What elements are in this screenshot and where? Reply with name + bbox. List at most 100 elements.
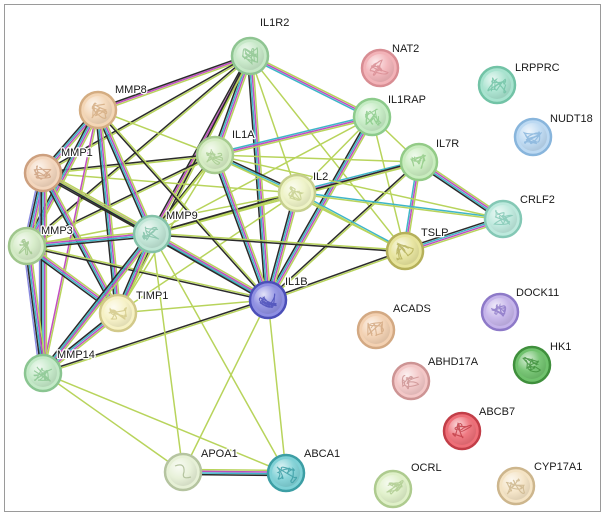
edge-evidence-experimental [98,108,154,235]
edge-evidence-experimental [97,55,251,111]
edge-crlf2-il1a[interactable] [214,154,504,220]
protein-structure-icon [33,165,52,180]
edge-evidence-textmining [214,117,374,158]
node-il1a[interactable]: IL1A [195,128,257,175]
node-cyp17a1[interactable]: CYP17A1 [496,460,584,506]
edge-il1r2-tslp[interactable] [249,55,406,252]
edge-evidence-coexpression [266,249,406,300]
node-mmp9[interactable]: MMP9 [132,209,199,254]
node-highlight [397,367,425,395]
node-label: DOCK11 [516,287,559,299]
edge-evidence-textmining [182,299,269,473]
edge-mmp1-mmp14[interactable] [38,172,48,374]
node-il2[interactable]: IL2 [277,170,330,213]
edge-il2-timp1[interactable] [117,192,298,314]
edge-tslp-il1b[interactable] [266,249,407,302]
node-nat2[interactable]: NAT2 [360,42,421,88]
node-dock11[interactable]: DOCK11 [480,286,560,332]
edge-il1r2-il1rap[interactable] [248,53,374,120]
edge-evidence-experimental [214,116,373,156]
node-il1rap[interactable]: IL1RAP [352,93,427,137]
node-abca1[interactable]: ABCA1 [266,447,341,493]
node-il1b[interactable]: IL1B [248,275,309,320]
node-label: IL1B [285,276,308,288]
edge-evidence-textmining [42,372,287,474]
edge-il7r-il1b[interactable] [266,160,421,302]
node-mmp3[interactable]: MMP3 [7,224,74,266]
edge-mmp14-abca1[interactable] [42,372,287,474]
edge-mmp3-mmp9[interactable] [26,230,153,250]
protein-structure-icon [369,59,389,76]
edge-mmp14-apoa1[interactable] [42,372,184,473]
edge-il1rap-il1a[interactable] [213,114,374,158]
edge-tslp-il2[interactable] [295,191,407,253]
node-mmp8[interactable]: MMP8 [78,83,148,130]
edge-evidence-coexpression [24,245,43,374]
node-label: ABHD17A [428,356,479,368]
node-tslp[interactable]: TSLP [385,226,450,271]
node-label: NAT2 [392,43,419,55]
node-crlf2[interactable]: CRLF2 [483,193,556,239]
node-ocrl[interactable]: OCRL [373,461,443,509]
edge-evidence-textmining [117,192,298,314]
edge-mmp9-mmp14[interactable] [40,231,155,376]
edge-evidence-coexpression [40,231,151,373]
edge-evidence-coexpression [211,155,267,302]
edge-apoa1-mmp9[interactable] [151,233,184,473]
edge-crlf2-il2[interactable] [296,191,504,221]
node-abhd17a[interactable]: ABHD17A [391,355,480,401]
protein-structure-icon [367,321,385,337]
edge-evidence-textmining [152,231,271,299]
node-nudt18[interactable]: NUDT18 [513,112,594,157]
edge-evidence-coexpression [26,246,269,302]
edge-evidence-textmining [249,55,298,194]
edge-evidence-database [248,56,372,120]
node-il1r2[interactable]: IL1R2 [230,16,291,76]
edge-evidence-database [296,191,504,219]
edge-il2-mmp9[interactable] [151,191,298,236]
node-hk1[interactable]: HK1 [512,340,573,385]
edge-il1a-mmp8[interactable] [97,109,216,156]
edge-il1b-mmp14[interactable] [41,298,270,375]
node-mmp14[interactable]: MMP14 [23,348,96,393]
edge-il1r2-mmp8[interactable] [96,53,252,113]
protein-structure-icon [364,108,382,126]
edge-mmp8-il1b[interactable] [96,108,270,302]
edge-evidence-textmining [151,233,287,474]
edge-mmp9-abca1[interactable] [151,233,287,474]
edge-evidence-coexpression [25,153,216,246]
node-label: MMP1 [61,147,93,159]
edge-evidence-experimental [151,232,270,301]
node-lrpprc[interactable]: LRPPRC [477,61,561,105]
edge-il1b-apoa1[interactable] [182,299,269,473]
edge-il1a-il1b[interactable] [211,153,272,302]
edge-evidence-database [41,232,153,374]
edge-evidence-coexpression [94,109,117,315]
edge-mmp3-il1b[interactable] [26,244,269,302]
node-apoa1[interactable]: APOA1 [163,447,239,492]
edge-mmp9-tslp[interactable] [151,232,406,253]
edge-il7r-il1a[interactable] [214,154,420,163]
edge-timp1-il1b[interactable] [117,299,269,314]
edge-il1a-mmp1[interactable] [42,153,216,175]
edge-il1rap-tslp[interactable] [371,116,406,252]
edge-mmp8-mmp9[interactable] [94,108,156,236]
node-label: MMP8 [115,84,147,96]
edge-il1r2-il2[interactable] [249,55,298,194]
node-label: MMP14 [57,349,95,361]
node-highlight [29,159,57,187]
edge-mmp9-il1b[interactable] [149,231,271,303]
edge-il1a-mmp3[interactable] [25,153,217,248]
node-mmp1[interactable]: MMP1 [23,146,94,193]
edge-il1b-abca1[interactable] [267,299,287,474]
node-label: IL7R [436,138,459,150]
edge-mmp3-mmp14[interactable] [22,244,48,375]
edge-evidence-textmining [214,154,420,163]
node-timp1[interactable]: TIMP1 [98,289,170,333]
node-acads[interactable]: ACADS [356,302,432,350]
edge-evidence-textmining [43,109,100,374]
node-abcb7[interactable]: ABCB7 [442,405,516,451]
node-il7r[interactable]: IL7R [399,137,461,182]
